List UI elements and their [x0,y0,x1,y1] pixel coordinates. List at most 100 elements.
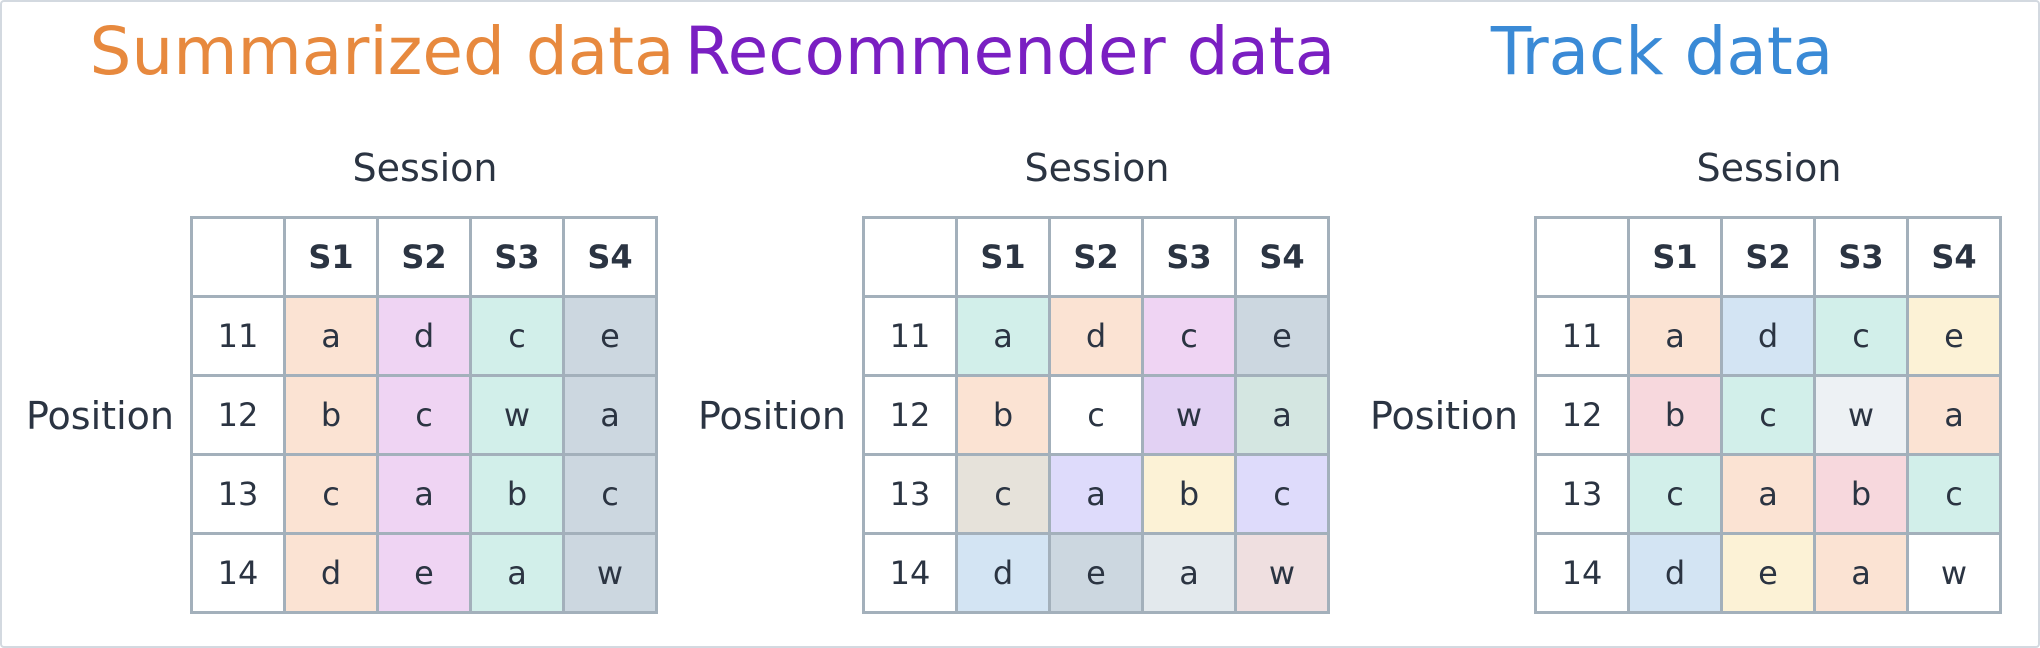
header-row: S1 S2 S3 S4 [1534,216,2002,298]
position-axis-label: Position [26,394,174,438]
row-header: 13 [862,453,958,535]
table-row: 12 b c w a [190,374,658,456]
session-axis-label: Session [352,146,498,190]
column-header: S4 [562,216,658,298]
grid-cell: a [283,295,379,377]
session-axis-label: Session [1696,146,1842,190]
corner-cell [1534,216,1630,298]
column-header: S2 [376,216,472,298]
grid-cell: c [1627,453,1723,535]
table-row: 14 d e a w [190,532,658,614]
grid-cell: a [1906,374,2002,456]
grid-cell: d [955,532,1051,614]
column-header: S3 [469,216,565,298]
table-row: 11 a d c e [190,295,658,377]
grid-cell: c [1906,453,2002,535]
grid-cell: a [1234,374,1330,456]
table-row: 13 c a b c [190,453,658,535]
grid-cell: d [376,295,472,377]
column-header: S4 [1906,216,2002,298]
table-row: 13 c a b c [1534,453,2002,535]
corner-cell [862,216,958,298]
grid-cell: b [469,453,565,535]
grid-cell: w [562,532,658,614]
table-row: 14 d e a w [862,532,1330,614]
grid-cell: a [955,295,1051,377]
panel-summarized-data: Summarized data Session Position S1 S2 S… [2,2,675,646]
corner-cell [190,216,286,298]
grid-cell: c [562,453,658,535]
grid-cell: c [955,453,1051,535]
row-header: 14 [1534,532,1630,614]
grid-cell: c [1720,374,1816,456]
panel-recommender-data: Recommender data Session Position S1 S2 … [674,2,1346,646]
column-header: S2 [1048,216,1144,298]
grid-cell: a [469,532,565,614]
table-row: 12 b c w a [1534,374,2002,456]
grid-cell: a [1720,453,1816,535]
row-header: 12 [1534,374,1630,456]
column-header: S1 [955,216,1051,298]
grid-cell: b [955,374,1051,456]
grid-cell: c [1141,295,1237,377]
table-row: 11 a d c e [862,295,1330,377]
row-header: 14 [862,532,958,614]
grid-cell: e [376,532,472,614]
grid-cell: a [1813,532,1909,614]
grid-cell: b [1813,453,1909,535]
grid-cell: e [1234,295,1330,377]
grid-cell: c [376,374,472,456]
header-row: S1 S2 S3 S4 [862,216,1330,298]
panel-title: Summarized data [89,13,675,90]
grid-cell: c [1048,374,1144,456]
grid-cell: d [1627,532,1723,614]
row-header: 13 [190,453,286,535]
panel-title: Track data [1490,13,1834,90]
grid-cell: w [1234,532,1330,614]
grid-cell: b [1627,374,1723,456]
grid-cell: a [1141,532,1237,614]
grid-cell: c [1234,453,1330,535]
table-row: 12 b c w a [862,374,1330,456]
table-row: 14 d e a w [1534,532,2002,614]
grid-cell: e [562,295,658,377]
grid-cell: b [283,374,379,456]
grid-cell: e [1720,532,1816,614]
row-header: 12 [862,374,958,456]
grid-cell: e [1906,295,2002,377]
data-grid: S1 S2 S3 S4 11 a d c e 12 b c w a 13 c [862,216,1330,614]
position-axis-label: Position [698,394,846,438]
grid-cell: a [562,374,658,456]
position-axis-label: Position [1370,394,1518,438]
table-row: 11 a d c e [1534,295,2002,377]
header-row: S1 S2 S3 S4 [190,216,658,298]
table-row: 13 c a b c [862,453,1330,535]
session-axis-label: Session [1024,146,1170,190]
column-header: S1 [1627,216,1723,298]
grid-cell: w [1141,374,1237,456]
grid-cell: c [469,295,565,377]
grid-cell: w [1813,374,1909,456]
row-header: 12 [190,374,286,456]
grid-cell: a [1627,295,1723,377]
grid-cell: w [1906,532,2002,614]
grid-cell: d [283,532,379,614]
grid-cell: a [1048,453,1144,535]
grid-cell: a [376,453,472,535]
row-header: 13 [1534,453,1630,535]
data-grid: S1 S2 S3 S4 11 a d c e 12 b c w a 13 c [190,216,658,614]
panel-track-data: Track data Session Position S1 S2 S3 S4 … [1346,2,2018,646]
column-header: S2 [1720,216,1816,298]
column-header: S3 [1141,216,1237,298]
row-header: 11 [862,295,958,377]
data-grid: S1 S2 S3 S4 11 a d c e 12 b c w a 13 c [1534,216,2002,614]
grid-cell: c [1813,295,1909,377]
grid-cell: e [1048,532,1144,614]
row-header: 11 [190,295,286,377]
column-header: S3 [1813,216,1909,298]
row-header: 11 [1534,295,1630,377]
grid-cell: b [1141,453,1237,535]
column-header: S1 [283,216,379,298]
grid-cell: d [1720,295,1816,377]
